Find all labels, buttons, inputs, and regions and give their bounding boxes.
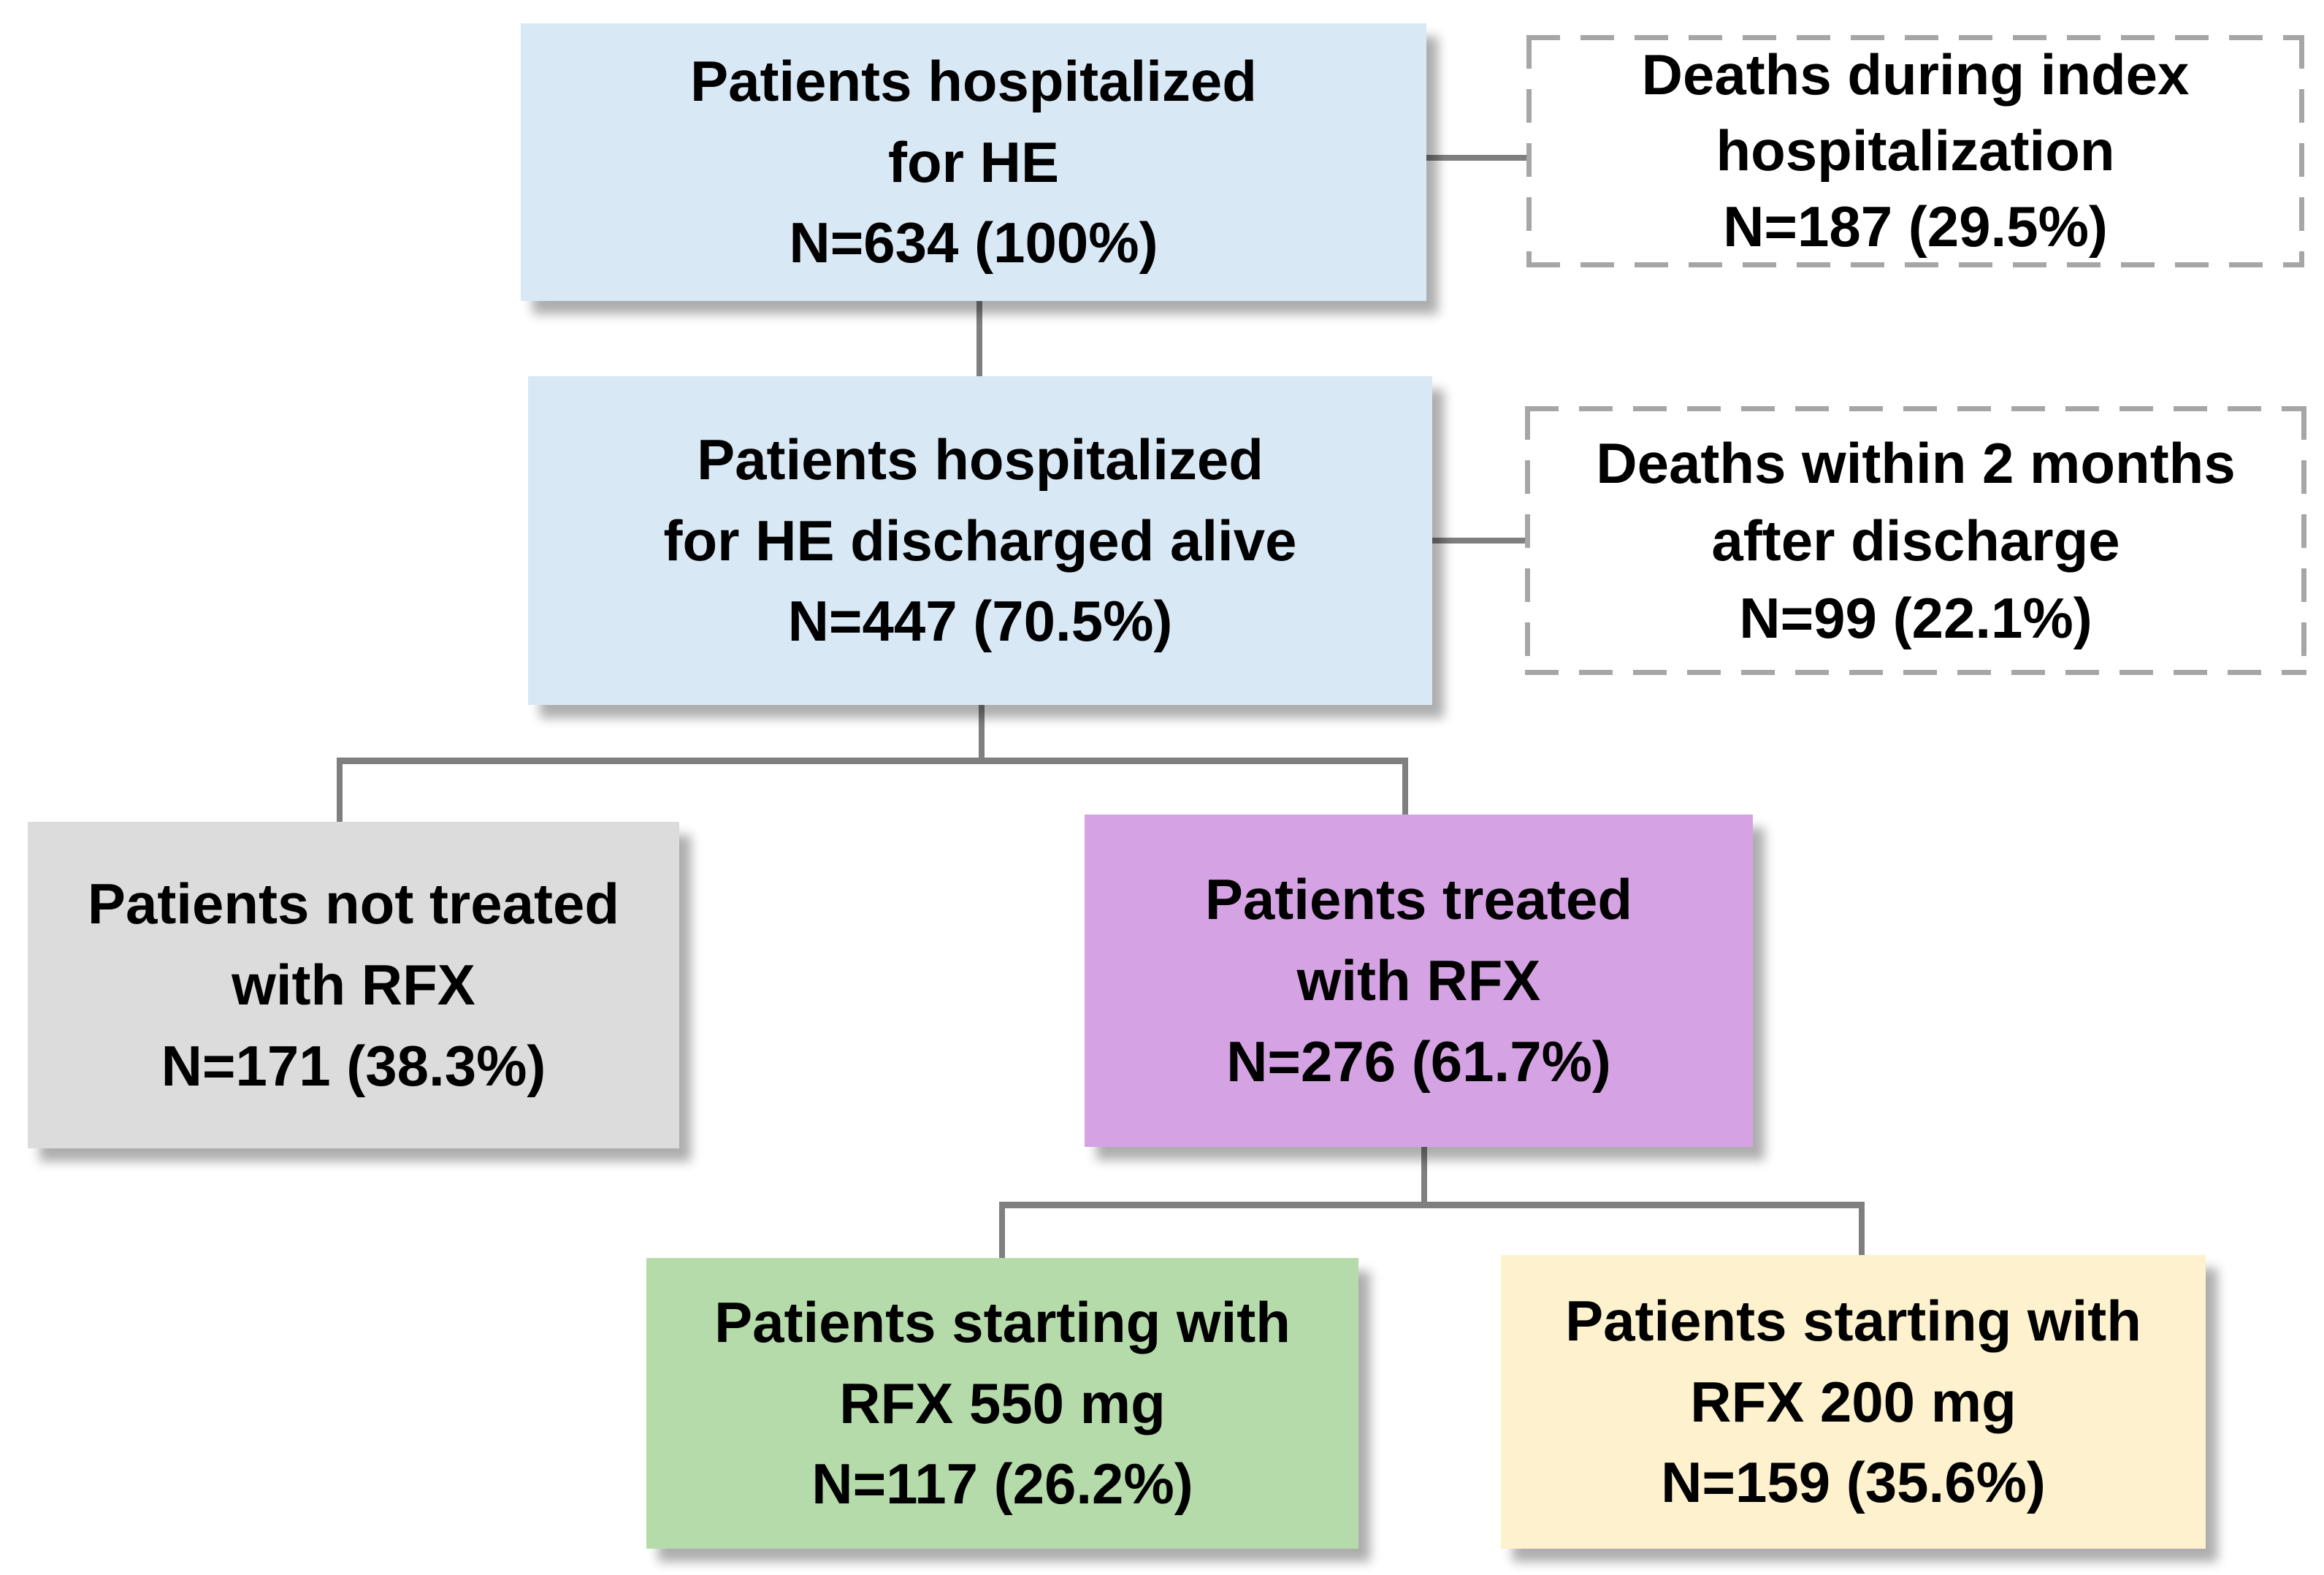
node-line: for HE discharged alive — [663, 508, 1297, 573]
connector-split-bar-2-left-drop — [999, 1207, 1005, 1258]
node-line: after discharge — [1711, 508, 2120, 573]
node-line: N=99 (22.1%) — [1739, 586, 2092, 651]
connector-discharged-stem — [979, 705, 985, 760]
node-line: Patients not treated — [87, 872, 620, 937]
node-patients-starting-rfx-200: Patients starting with RFX 200 mg N=159 … — [1501, 1255, 2206, 1549]
connector-treated-stem — [1421, 1147, 1427, 1204]
node-deaths-during-index-hospitalization: Deaths during index hospitalization N=18… — [1526, 35, 2304, 267]
node-line: N=159 (35.6%) — [1661, 1450, 2046, 1515]
node-line: with RFX — [232, 953, 475, 1018]
node-line: Patients hospitalized — [697, 427, 1264, 492]
node-line: with RFX — [1296, 948, 1541, 1013]
node-patients-not-treated-rfx: Patients not treated with RFX N=171 (38.… — [28, 822, 679, 1148]
node-line: N=276 (61.7%) — [1226, 1029, 1611, 1094]
node-line: RFX 550 mg — [839, 1370, 1166, 1435]
connector-split-bar-1 — [337, 758, 1408, 764]
connector-hospitalized-to-discharged — [976, 301, 982, 378]
node-line: RFX 200 mg — [1690, 1369, 2017, 1434]
node-line: N=447 (70.5%) — [787, 589, 1173, 654]
node-patients-hospitalized-he: Patients hospitalized for HE N=634 (100%… — [521, 23, 1426, 301]
node-line: Patients starting with — [1565, 1288, 2141, 1353]
node-line: Patients treated — [1204, 867, 1633, 932]
connector-split-bar-1-left-drop — [337, 763, 343, 822]
connector-split-bar-2-right-drop — [1859, 1207, 1865, 1255]
node-deaths-within-2-months: Deaths within 2 months after discharge N… — [1525, 406, 2306, 675]
node-line: Patients hospitalized — [690, 48, 1257, 113]
node-patients-treated-rfx: Patients treated with RFX N=276 (61.7%) — [1085, 815, 1753, 1147]
node-line: N=187 (29.5%) — [1723, 194, 2108, 259]
connector-discharged-to-deaths-2months — [1432, 538, 1525, 544]
node-line: N=171 (38.3%) — [161, 1033, 546, 1098]
node-line: Patients starting with — [714, 1289, 1291, 1354]
node-line: N=634 (100%) — [789, 210, 1158, 275]
node-line: Deaths within 2 months — [1596, 430, 2236, 495]
node-patients-starting-rfx-550: Patients starting with RFX 550 mg N=117 … — [646, 1258, 1358, 1549]
node-line: for HE — [888, 129, 1059, 194]
node-line: N=117 (26.2%) — [811, 1452, 1193, 1517]
node-line: hospitalization — [1716, 118, 2115, 183]
connector-split-bar-1-right-drop — [1402, 763, 1408, 815]
node-line: Deaths during index — [1641, 42, 2190, 107]
connector-split-bar-2 — [999, 1202, 1865, 1208]
connector-hospitalized-to-deaths-index — [1426, 155, 1526, 161]
node-patients-discharged-alive: Patients hospitalized for HE discharged … — [528, 376, 1432, 705]
